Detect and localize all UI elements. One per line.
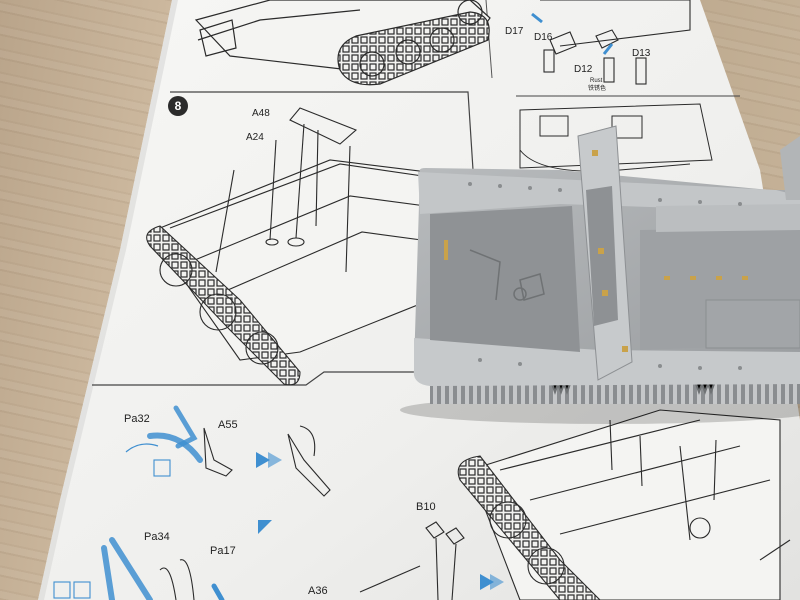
label-a48: A48 [252,108,270,119]
label-d12: D12 [574,64,593,75]
label-d16: D16 [534,32,553,43]
label-rust: Rust [590,78,603,84]
model-rivets [468,182,742,370]
top-right-parts-callout [531,0,691,85]
arrow-down-left-icon [258,520,272,534]
label-a55: A55 [218,419,238,431]
label-b10: B10 [416,501,436,513]
label-pa34: Pa34 [144,531,170,543]
previous-step-hull-drawing [194,0,491,86]
model-interior-floor [430,206,580,352]
label-d13: D13 [632,48,651,59]
arrow-right-icon-2 [480,574,494,590]
label-rust-cn: 铁锈色 [588,84,606,92]
label-d17: D17 [505,26,524,37]
step-number: 8 [175,99,182,113]
lower-left-callouts [53,405,331,600]
lower-right-hull-drawing [457,409,791,600]
label-a24: A24 [246,132,264,143]
b10-parts-drawing [359,521,465,600]
arrow-right-icon [256,452,270,468]
model-brass-parts [444,150,748,352]
label-pa32: Pa32 [124,413,150,425]
step-number-badge [168,96,188,116]
label-a36: A36 [308,585,328,597]
step8-hull-drawing [146,107,481,386]
assembled-model-hull [400,125,800,424]
label-pa17: Pa17 [210,545,236,557]
model-suspension-springs [551,381,715,395]
